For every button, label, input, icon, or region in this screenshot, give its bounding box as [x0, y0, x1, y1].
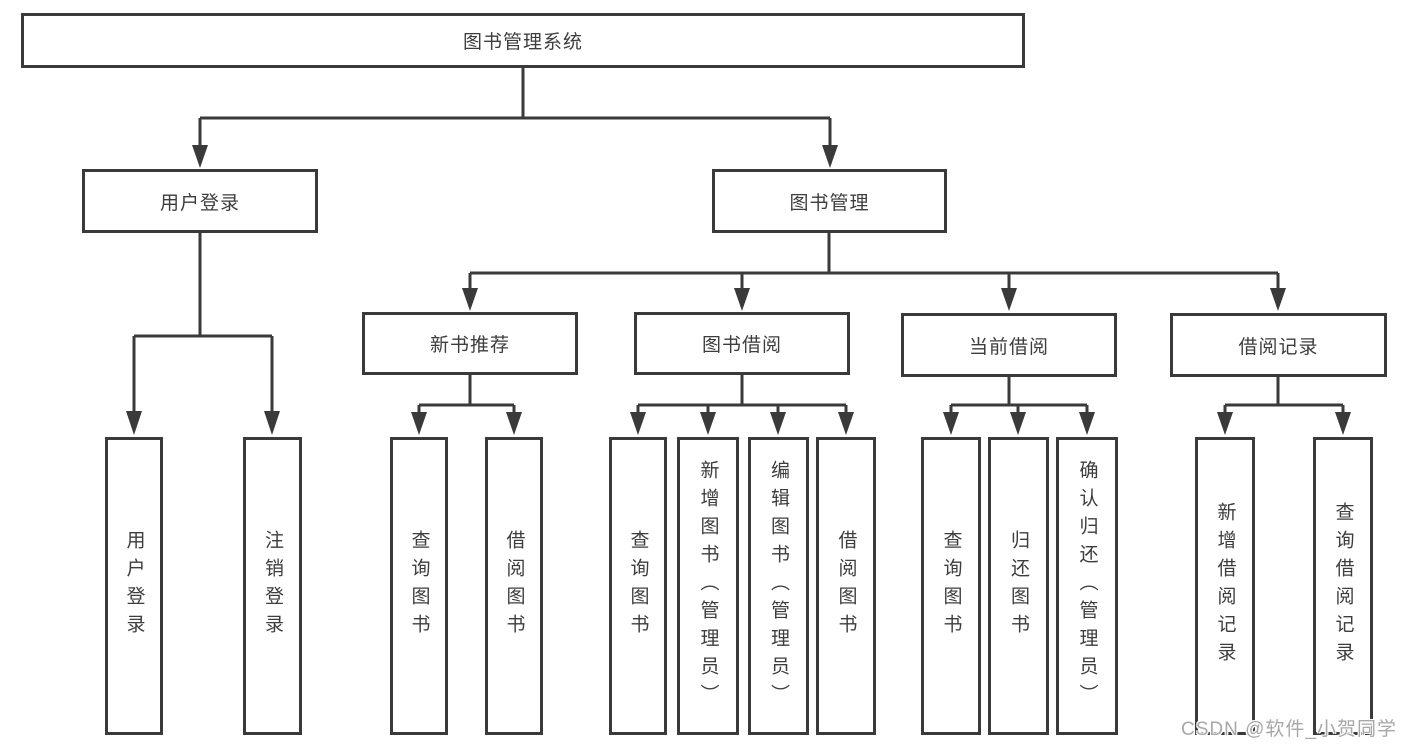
- leaf-add-borrow-record-label: 新增借阅记录: [1214, 502, 1236, 670]
- node-new-book-recommend: 新书推荐: [362, 312, 578, 375]
- leaf-borrowing-query-books: 查询图书: [609, 437, 667, 735]
- node-borrowing-records-label: 借阅记录: [1238, 336, 1319, 358]
- leaf-add-books-admin: 新增图书（管理员）: [677, 437, 739, 735]
- leaf-confirm-return-admin-label: 确认归还（管理员）: [1076, 460, 1098, 712]
- leaf-recommend-borrow-books-label: 借阅图书: [503, 530, 525, 642]
- node-current-borrowing-label: 当前借阅: [968, 336, 1049, 358]
- leaf-recommend-query-books-label: 查询图书: [408, 530, 430, 642]
- node-book-management-label: 图书管理: [789, 192, 870, 214]
- leaf-recommend-query-books: 查询图书: [390, 437, 448, 735]
- leaf-logout: 注销登录: [243, 437, 302, 735]
- leaf-borrow-books: 借阅图书: [816, 437, 876, 735]
- leaf-add-books-admin-label: 新增图书（管理员）: [697, 460, 719, 712]
- leaf-query-borrow-record: 查询借阅记录: [1313, 437, 1373, 735]
- leaf-current-query-books: 查询图书: [921, 437, 981, 735]
- node-root: 图书管理系统: [21, 13, 1025, 68]
- leaf-borrow-books-label: 借阅图书: [835, 530, 857, 642]
- leaf-confirm-return-admin: 确认归还（管理员）: [1056, 437, 1118, 735]
- leaf-logout-label: 注销登录: [262, 530, 283, 642]
- leaf-recommend-borrow-books: 借阅图书: [485, 437, 543, 735]
- leaf-add-borrow-record: 新增借阅记录: [1195, 437, 1255, 735]
- leaf-edit-books-admin-label: 编辑图书（管理员）: [768, 460, 789, 712]
- csdn-watermark: CSDN @软件_小贺同学: [1181, 719, 1397, 740]
- node-root-label: 图书管理系统: [462, 32, 583, 53]
- node-current-borrowing: 当前借阅: [901, 313, 1117, 377]
- leaf-user-login: 用户登录: [105, 437, 163, 735]
- leaf-current-query-books-label: 查询图书: [940, 530, 962, 642]
- node-new-book-recommend-label: 新书推荐: [429, 335, 510, 356]
- node-book-borrowing: 图书借阅: [634, 312, 850, 375]
- node-book-management: 图书管理: [712, 169, 947, 233]
- node-book-borrowing-label: 图书借阅: [701, 335, 782, 356]
- node-user-login: 用户登录: [82, 169, 318, 233]
- leaf-return-books-label: 归还图书: [1008, 530, 1029, 642]
- leaf-user-login-label: 用户登录: [123, 530, 145, 642]
- leaf-query-borrow-record-label: 查询借阅记录: [1332, 502, 1354, 670]
- leaf-edit-books-admin: 编辑图书（管理员）: [748, 437, 809, 735]
- node-user-login-label: 用户登录: [159, 192, 240, 214]
- leaf-borrowing-query-books-label: 查询图书: [627, 530, 649, 642]
- node-borrowing-records: 借阅记录: [1170, 313, 1387, 377]
- leaf-return-books: 归还图书: [988, 437, 1049, 735]
